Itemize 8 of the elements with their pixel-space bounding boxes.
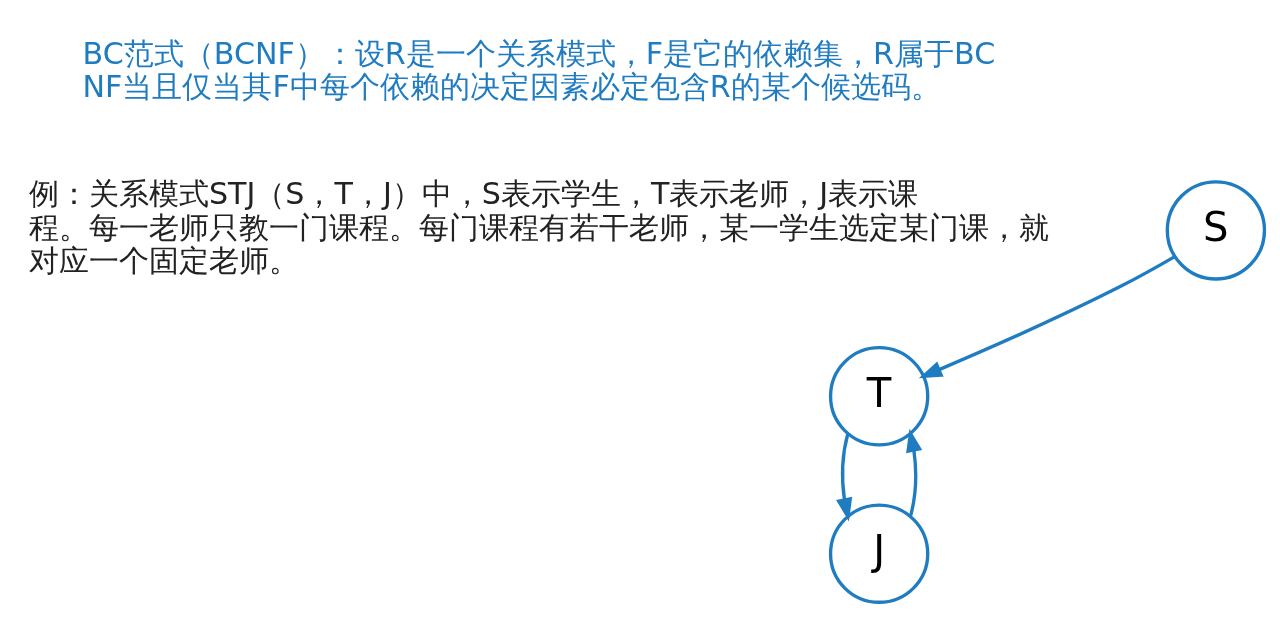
arrow (918, 255, 1176, 379)
arrow (906, 428, 923, 517)
node-circle: S (1165, 180, 1267, 281)
node-circle: J (828, 503, 930, 604)
arrow (836, 433, 853, 522)
node-circle: T (828, 346, 930, 447)
label: BC范式（BCNF）：设R是一个关系模式，F是它的依赖集，R属于BCNF当且仅当其F中每个依赖的决定因素必定包含R的某个候选码。 (82, 35, 996, 105)
label: 例：关系模式STJ（S，T，J）中，S表示学生，T表示老师，J表示课程。每一老师只教一门课程。每门课程有若干老师，某一学生选定某门课，就对应一个固定老师。 (28, 176, 1049, 279)
